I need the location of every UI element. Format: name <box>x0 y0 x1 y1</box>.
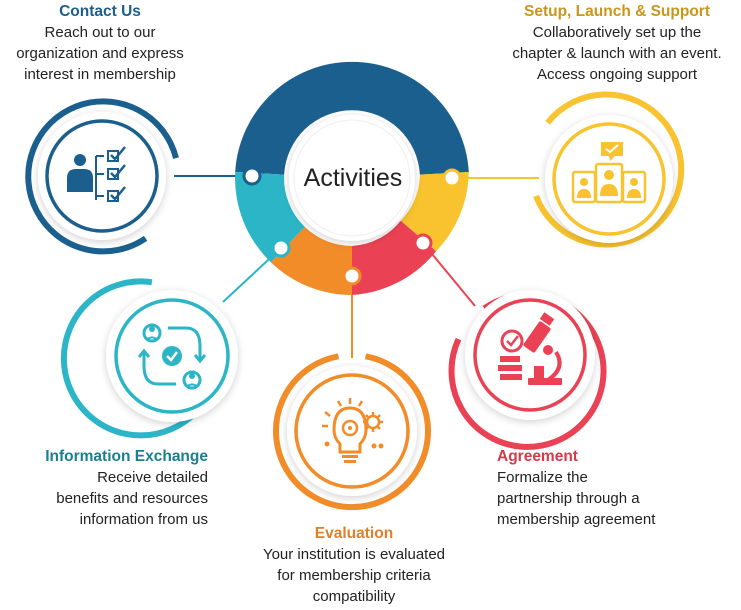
setup-desc-line: Collaboratively set up the <box>532 24 702 41</box>
dot-info <box>271 238 291 258</box>
ring-segment-orange <box>270 226 352 295</box>
team-meeting-icon <box>571 142 647 204</box>
contact-desc-line: interest in membership <box>24 66 176 83</box>
ring-segment-teal <box>235 172 305 263</box>
center-label: Activities <box>304 164 403 192</box>
evaluation-node <box>273 353 431 511</box>
evaluation-desc-line: Your institution is evaluated <box>262 546 446 563</box>
joint-dots <box>242 166 462 286</box>
exchange-users-icon <box>137 323 207 390</box>
center-inner-ring <box>293 119 411 237</box>
info-desc-line: information from us <box>79 511 208 528</box>
person-checklist-icon <box>67 146 126 202</box>
evaluation-title: Evaluation <box>314 525 394 542</box>
contact-desc-line: Reach out to our <box>44 24 156 41</box>
dot-evaluation <box>342 266 362 286</box>
agreement-desc-line: partnership through a <box>497 490 640 507</box>
evaluation-desc-line: for membership criteria <box>277 567 431 584</box>
info-label: Information Exchange Receive detailed be… <box>20 446 208 530</box>
info-title: Information Exchange <box>45 448 208 465</box>
agreement-title: Agreement <box>497 448 578 465</box>
center-ring: Activities <box>235 61 469 295</box>
contact-desc-line: organization and express <box>16 45 184 62</box>
agreement-node <box>448 290 607 450</box>
contact-node <box>25 98 179 255</box>
center-disc <box>289 115 415 241</box>
bulb-gears-icon <box>322 398 384 463</box>
info-desc-line: Receive detailed <box>97 469 208 486</box>
setup-label: Setup, Launch & Support Collaboratively … <box>488 1 741 85</box>
dot-agreement <box>413 233 433 253</box>
dot-setup <box>442 168 462 188</box>
ring-segment-blue <box>235 61 469 175</box>
info-node <box>60 278 238 439</box>
dot-contact <box>242 166 262 186</box>
agreement-desc-line: Formalize the <box>497 469 588 486</box>
evaluation-desc-line: compatibility <box>312 588 396 605</box>
contact-title: Contact Us <box>59 3 141 20</box>
microscope-check-icon <box>498 312 562 385</box>
setup-desc-line: chapter & launch with an event. <box>512 45 722 62</box>
contact-label: Contact Us Reach out to our organization… <box>0 1 200 85</box>
setup-title: Setup, Launch & Support <box>524 3 710 20</box>
info-desc-line: benefits and resources <box>56 490 208 507</box>
agreement-desc-line: membership agreement <box>497 511 656 528</box>
setup-node <box>533 91 685 248</box>
evaluation-label: Evaluation Your institution is evaluated… <box>236 523 472 607</box>
ring-segment-yellow <box>400 172 469 252</box>
agreement-label: Agreement Formalize the partnership thro… <box>497 446 741 530</box>
setup-desc-line: Access ongoing support <box>536 66 698 83</box>
